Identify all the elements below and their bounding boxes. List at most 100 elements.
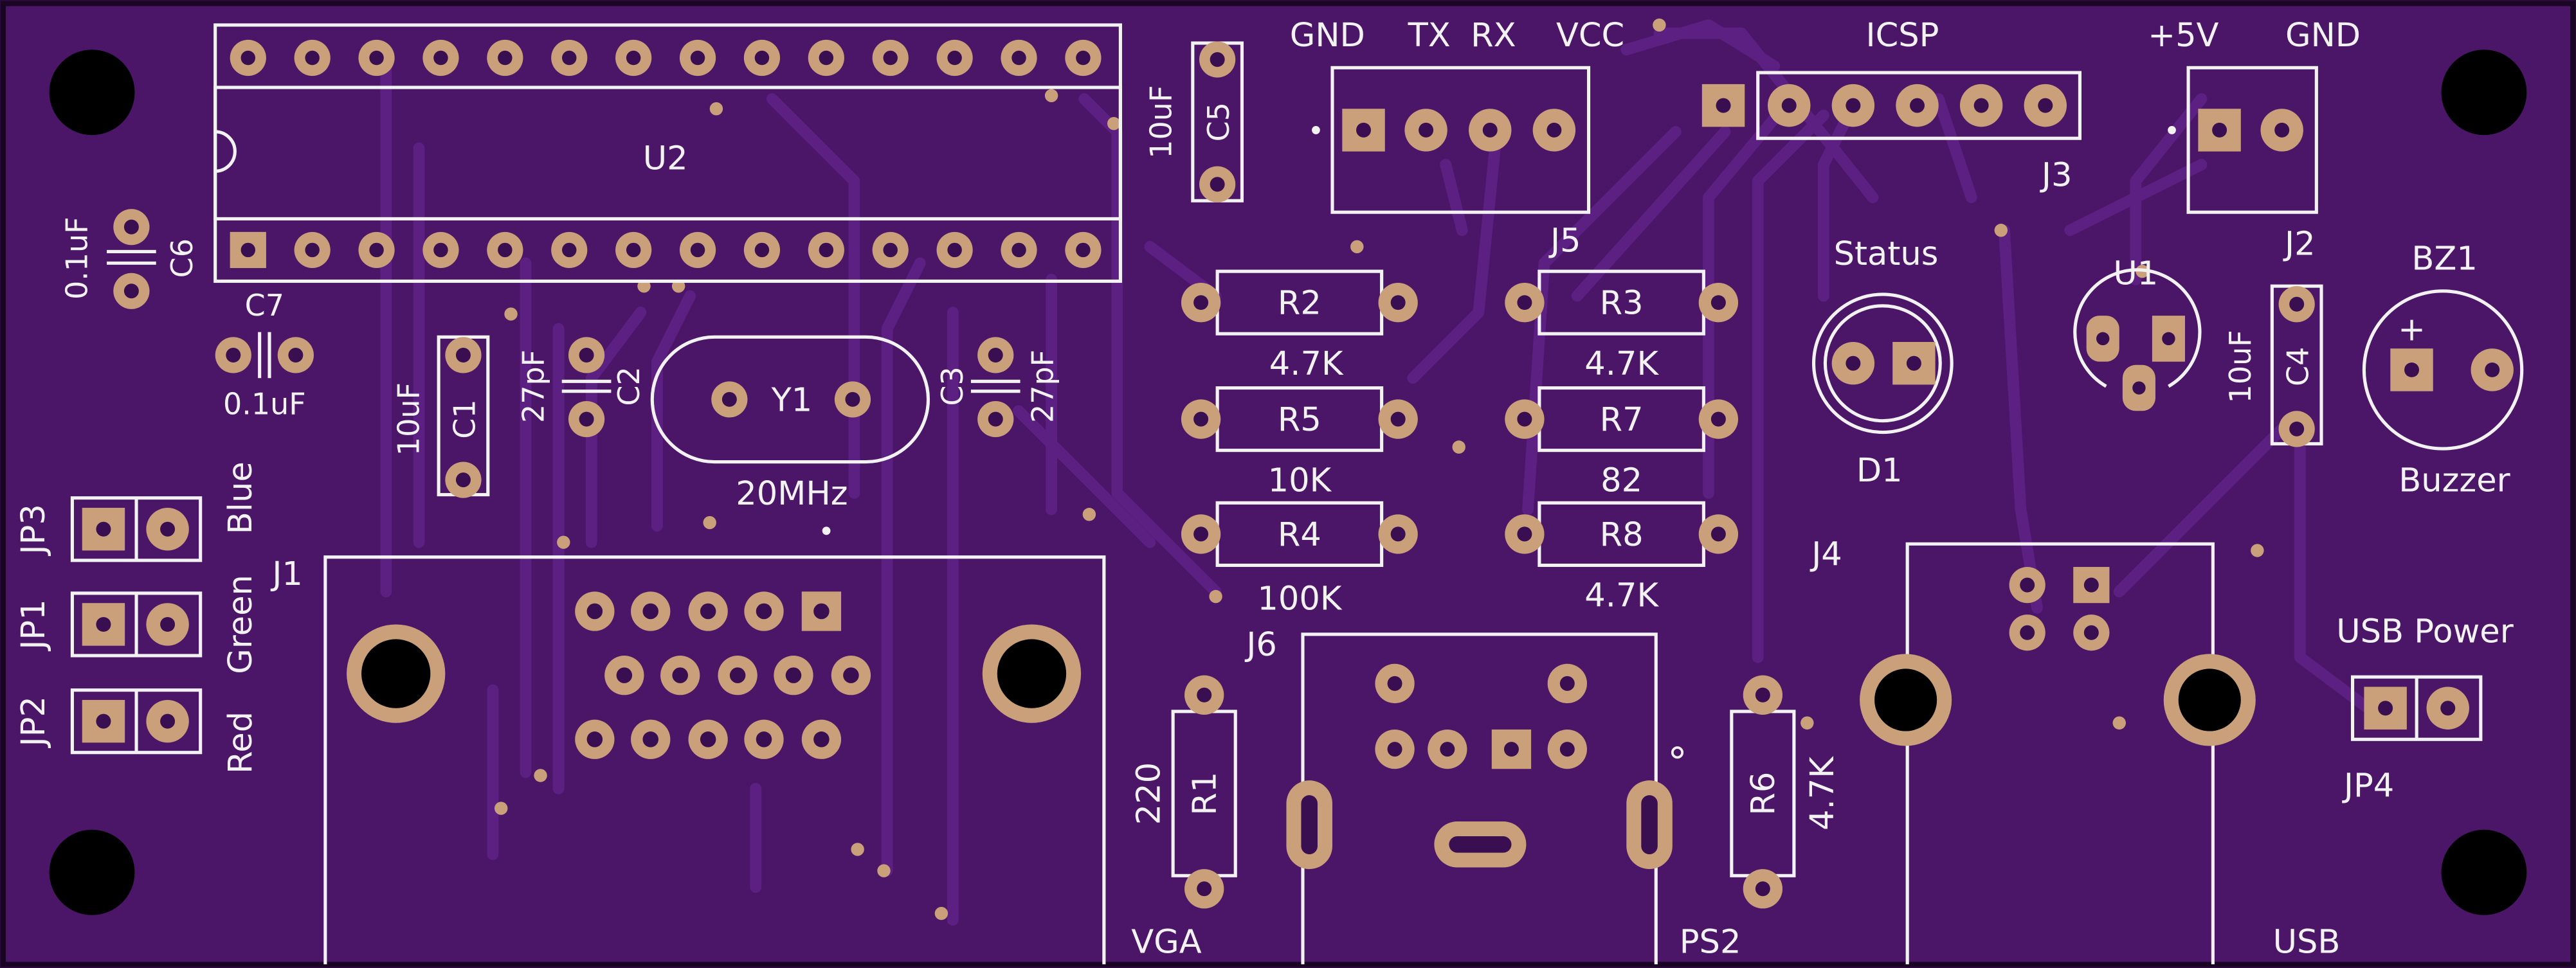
r6-value: 4.7K — [1804, 756, 1842, 830]
r1-label: R1 — [1186, 772, 1224, 816]
u2-pin-hole — [369, 50, 384, 66]
j5-gnd-label: GND — [1290, 17, 1365, 55]
color-jumpers: JP3 JP1 JP2 Blue Green Red — [15, 462, 260, 774]
r5-resistor: R5 10K — [1181, 386, 1418, 499]
u2-pin-hole — [947, 242, 962, 258]
y1-value: 20MHz — [736, 475, 848, 513]
r4-resistor: R4 100K — [1181, 501, 1418, 618]
u2-pin-hole — [819, 242, 834, 258]
c4-label: C4 — [2281, 347, 2316, 386]
u2-pin-hole — [626, 50, 641, 66]
c2-label: C2 — [612, 366, 646, 406]
u2-pin-hole — [883, 50, 898, 66]
vga-pin-hole — [586, 603, 603, 620]
vga-pin-hole — [616, 667, 633, 683]
vga-pin-hole — [642, 603, 658, 620]
c3-value: 27pF — [1026, 350, 1060, 423]
usb-label: USB — [2273, 923, 2341, 961]
j3-label: J3 — [2040, 156, 2073, 194]
c6-value: 0.1uF — [59, 217, 94, 300]
u2-pin-hole — [305, 242, 320, 258]
d1-status-led: Status D1 — [1811, 235, 1954, 490]
r8-label: R8 — [1600, 516, 1644, 554]
c1-label: C1 — [447, 399, 482, 438]
c7-value: 0.1uF — [223, 386, 306, 421]
mounting-holes — [49, 49, 2527, 915]
r8-resistor: R8 4.7K — [1505, 501, 1739, 614]
red-label: Red — [222, 712, 260, 774]
vga-pin-hole — [700, 603, 716, 620]
r8-value: 4.7K — [1584, 577, 1659, 614]
vga-pin-hole — [785, 667, 802, 683]
ps2-label: PS2 — [1680, 923, 1741, 961]
c1-value: 10uF — [391, 382, 426, 456]
u2-pin-hole — [947, 50, 962, 66]
bz1-buzzer: + BZ1 Buzzer — [2362, 240, 2524, 499]
u2-pin-hole — [498, 50, 512, 66]
p5v-label: +5V — [2148, 17, 2218, 55]
j5-serial-header: GND TX RX VCC J5 — [1290, 17, 1624, 260]
c4-capacitor: C4 10uF — [2223, 284, 2323, 447]
gnd2-label: GND — [2285, 17, 2361, 55]
vga-pin-hole — [700, 731, 716, 748]
r7-resistor: R7 82 — [1505, 386, 1739, 499]
u2-pin-hole — [305, 50, 320, 66]
jp3-label: JP3 — [15, 504, 53, 556]
j4-usb-connector: J4 USB — [1810, 535, 2341, 965]
r3-resistor: R3 4.7K — [1505, 269, 1739, 383]
u2-pin-hole — [433, 50, 448, 66]
vga-pin-hole — [756, 731, 772, 748]
u2-pin-hole — [1076, 50, 1091, 66]
u2-pin-hole — [754, 50, 770, 66]
vga-pin-hole — [756, 603, 772, 620]
u2-pin-hole — [240, 242, 256, 258]
j2-power-header: +5V GND J2 — [2148, 17, 2361, 263]
vga-pin-hole — [843, 667, 859, 683]
j4-label: J4 — [1810, 535, 1842, 573]
u1-regulator: U1 — [2073, 255, 2202, 411]
j3-icsp-header: ICSP J3 — [1701, 17, 2082, 194]
c7-label: C7 — [245, 288, 284, 323]
green-label: Green — [222, 575, 260, 674]
u2-pin-hole — [433, 242, 448, 258]
y1-label: Y1 — [771, 381, 813, 419]
c5-label: C5 — [1201, 102, 1236, 141]
u2-pin-hole — [626, 242, 641, 258]
status-label: Status — [1834, 235, 1939, 273]
jp4-label: JP4 — [2342, 767, 2394, 805]
usb-power-label: USB Power — [2336, 613, 2514, 651]
d1-label: D1 — [1856, 452, 1903, 490]
vga-pin-hole — [729, 667, 746, 683]
r2-label: R2 — [1278, 285, 1321, 323]
j5-tx-label: TX — [1408, 17, 1451, 55]
c5-capacitor: C5 10uF — [1144, 41, 1244, 202]
r2-resistor: R2 4.7K — [1181, 269, 1418, 383]
r5-label: R5 — [1278, 401, 1321, 439]
y1-crystal: Y1 20MHz — [650, 335, 930, 513]
blue-label: Blue — [222, 462, 260, 534]
r2-value: 4.7K — [1269, 345, 1344, 383]
u2-pin-hole — [690, 242, 705, 258]
u2-pin-hole — [819, 50, 834, 66]
r1-value: 220 — [1130, 762, 1168, 825]
r4-value: 100K — [1257, 580, 1342, 618]
c6-label: C6 — [165, 238, 199, 278]
bz1-label: BZ1 — [2411, 240, 2478, 278]
u2-pin-hole — [1076, 242, 1091, 258]
r7-label: R7 — [1600, 401, 1644, 439]
r3-value: 4.7K — [1584, 345, 1659, 383]
vga-pin-hole — [813, 603, 830, 620]
u2-pin-hole — [883, 242, 898, 258]
j6-label: J6 — [1244, 626, 1277, 664]
u2-pin-hole — [369, 242, 384, 258]
j2-label: J2 — [2283, 226, 2316, 264]
u2-pin-hole — [1011, 242, 1026, 258]
buzzer-label: Buzzer — [2399, 462, 2510, 499]
j5-vcc-label: VCC — [1556, 17, 1624, 55]
u2-pin-hole — [498, 242, 512, 258]
r7-value: 82 — [1601, 462, 1642, 499]
c3-capacitor: C3 27pF — [935, 337, 1060, 438]
vga-pin-hole — [642, 731, 658, 748]
j6-ps2-connector: J6 PS2 — [1244, 626, 1741, 965]
j5-rx-label: RX — [1471, 17, 1516, 55]
